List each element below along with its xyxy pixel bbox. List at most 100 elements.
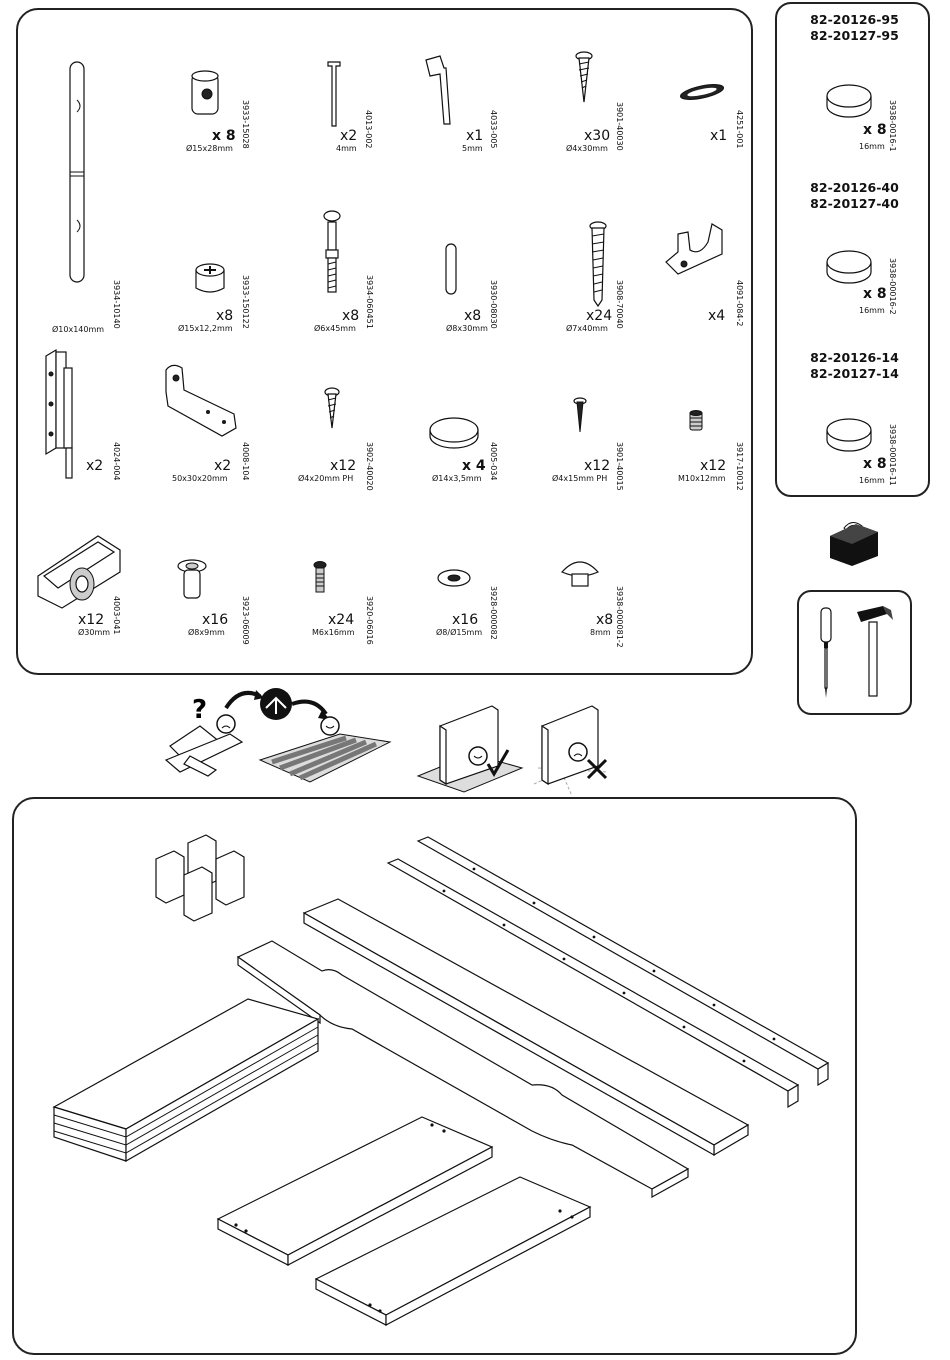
barrel-nut-icon xyxy=(191,70,219,115)
cover-cap-variants-panel: 82-20126-95 82-20127-95 x 8 16mm 3938-00… xyxy=(775,2,930,497)
dim-label: Ø8x30mm xyxy=(446,324,488,333)
code-label: 3938-0016-1 xyxy=(888,100,897,152)
dim-label: Ø8/Ø15mm xyxy=(436,628,483,637)
code-label: 4024-004 xyxy=(112,442,121,481)
code-label: 3923-06009 xyxy=(241,596,250,645)
svg-text:?: ? xyxy=(192,695,207,725)
code-label: 3930-08030 xyxy=(489,280,498,329)
qty-label: x4 xyxy=(708,308,726,324)
model-number: 82-20126-14 xyxy=(810,350,899,365)
qty-label: x8 xyxy=(464,308,482,324)
code-label: 3901-40030 xyxy=(615,102,624,151)
qty-label: x12 xyxy=(78,612,105,628)
dim-label: Ø4x15mm PH xyxy=(552,474,608,483)
qty-label: x8 xyxy=(216,308,234,324)
badge-icon xyxy=(679,84,725,100)
felt-pad-icon xyxy=(429,417,479,449)
model-number: 82-20127-95 xyxy=(810,28,899,43)
shelf-board-lower-icon xyxy=(314,1176,592,1326)
qty-label: x24 xyxy=(586,308,613,324)
l-bracket-icon xyxy=(165,364,237,437)
dim-label: Ø7x40mm xyxy=(566,324,608,333)
qty-label: x12 xyxy=(700,458,727,474)
qty-label: x12 xyxy=(584,458,611,474)
dim-label: 50x30x20mm xyxy=(172,474,228,483)
dim-label: 16mm xyxy=(859,476,885,485)
toolbox-icon xyxy=(830,522,878,566)
long-screw-icon xyxy=(589,221,607,308)
sleeve-nut-icon xyxy=(177,559,207,599)
dim-label: Ø15x28mm xyxy=(186,144,233,153)
qty-label: x 4 xyxy=(462,458,486,474)
qty-label: x2 xyxy=(214,458,232,474)
hammer-icon xyxy=(857,606,893,697)
code-label: 4003-041 xyxy=(112,596,121,635)
ph-screw-icon xyxy=(324,387,340,429)
dim-label: Ø4x20mm PH xyxy=(298,474,354,483)
cover-cap-icon xyxy=(826,250,872,284)
short-screw-icon xyxy=(573,397,587,433)
qty-label: x24 xyxy=(328,612,355,628)
tools-panel xyxy=(797,590,912,715)
dim-label: Ø15x12,2mm xyxy=(178,324,233,333)
wood-dowel-icon xyxy=(445,243,457,295)
hardware-panel: Ø10x140mm 3934-10140 x 8 Ø15x28mm 3933-1… xyxy=(16,8,753,675)
qty-label: x2 xyxy=(86,458,104,474)
allen-key-large-icon xyxy=(425,55,451,125)
qty-label: x2 xyxy=(340,128,358,144)
code-label: 3938-000081-2 xyxy=(615,586,624,648)
code-label: 4033-005 xyxy=(489,110,498,149)
qty-label: x12 xyxy=(330,458,357,474)
curved-top-board-icon xyxy=(236,940,690,1199)
code-label: 4013-002 xyxy=(364,110,373,149)
qty-label: x1 xyxy=(466,128,484,144)
castor-wheel-icon xyxy=(37,535,121,609)
code-label: 3901-40015 xyxy=(615,442,624,491)
qty-label: x 8 xyxy=(863,286,887,302)
dim-label: 16mm xyxy=(859,306,885,315)
corner-blocks-icon xyxy=(155,834,245,922)
panels-parts-panel xyxy=(12,797,857,1355)
code-label: 4091-084-2 xyxy=(735,280,744,327)
qty-label: x1 xyxy=(710,128,728,144)
code-label: 3934-060451 xyxy=(365,275,374,329)
dowel-rod-icon xyxy=(69,61,85,283)
code-label: 3902-40020 xyxy=(365,442,374,491)
allen-key-small-icon xyxy=(327,61,341,127)
cover-cap-icon xyxy=(826,84,872,118)
u-bracket-icon xyxy=(665,223,723,275)
side-board-long-icon xyxy=(302,898,750,1157)
code-label: 4008-104 xyxy=(241,442,250,481)
dim-label: Ø4x30mm xyxy=(566,144,608,153)
dim-label: 8mm xyxy=(590,628,611,637)
long-rail-front-icon xyxy=(386,858,800,1109)
qty-label: x16 xyxy=(202,612,229,628)
shelf-board-upper-icon xyxy=(216,1116,494,1266)
long-rail-back-icon xyxy=(416,836,830,1087)
dim-label: M10x12mm xyxy=(678,474,726,483)
qty-label: x 8 xyxy=(863,456,887,472)
stacked-boards-icon xyxy=(52,988,320,1163)
qty-label: x30 xyxy=(584,128,611,144)
qty-label: x16 xyxy=(452,612,479,628)
hinge-icon xyxy=(45,348,73,479)
cover-cap-icon xyxy=(561,561,599,587)
read-manual-icon: ? xyxy=(164,688,392,783)
dim-label: Ø30mm xyxy=(78,628,111,637)
model-number: 82-20126-95 xyxy=(810,12,899,27)
qty-label: x 8 xyxy=(212,128,236,144)
code-label: 3938-00016-2 xyxy=(888,258,897,315)
threaded-insert-icon xyxy=(689,410,703,431)
code-label: 3928-000082 xyxy=(489,586,498,640)
dim-label: Ø8x9mm xyxy=(188,628,225,637)
model-number: 82-20127-40 xyxy=(810,196,899,211)
qty-label: x8 xyxy=(342,308,360,324)
dim-label: 4mm xyxy=(336,144,357,153)
dim-label: 5mm xyxy=(462,144,483,153)
model-number: 82-20126-40 xyxy=(810,180,899,195)
cam-bolt-icon xyxy=(323,210,341,293)
code-label: 3908-70040 xyxy=(615,280,624,329)
code-label: 4005-034 xyxy=(489,442,498,481)
dim-label: Ø14x3,5mm xyxy=(432,474,482,483)
code-label: 3934-10140 xyxy=(112,280,121,329)
